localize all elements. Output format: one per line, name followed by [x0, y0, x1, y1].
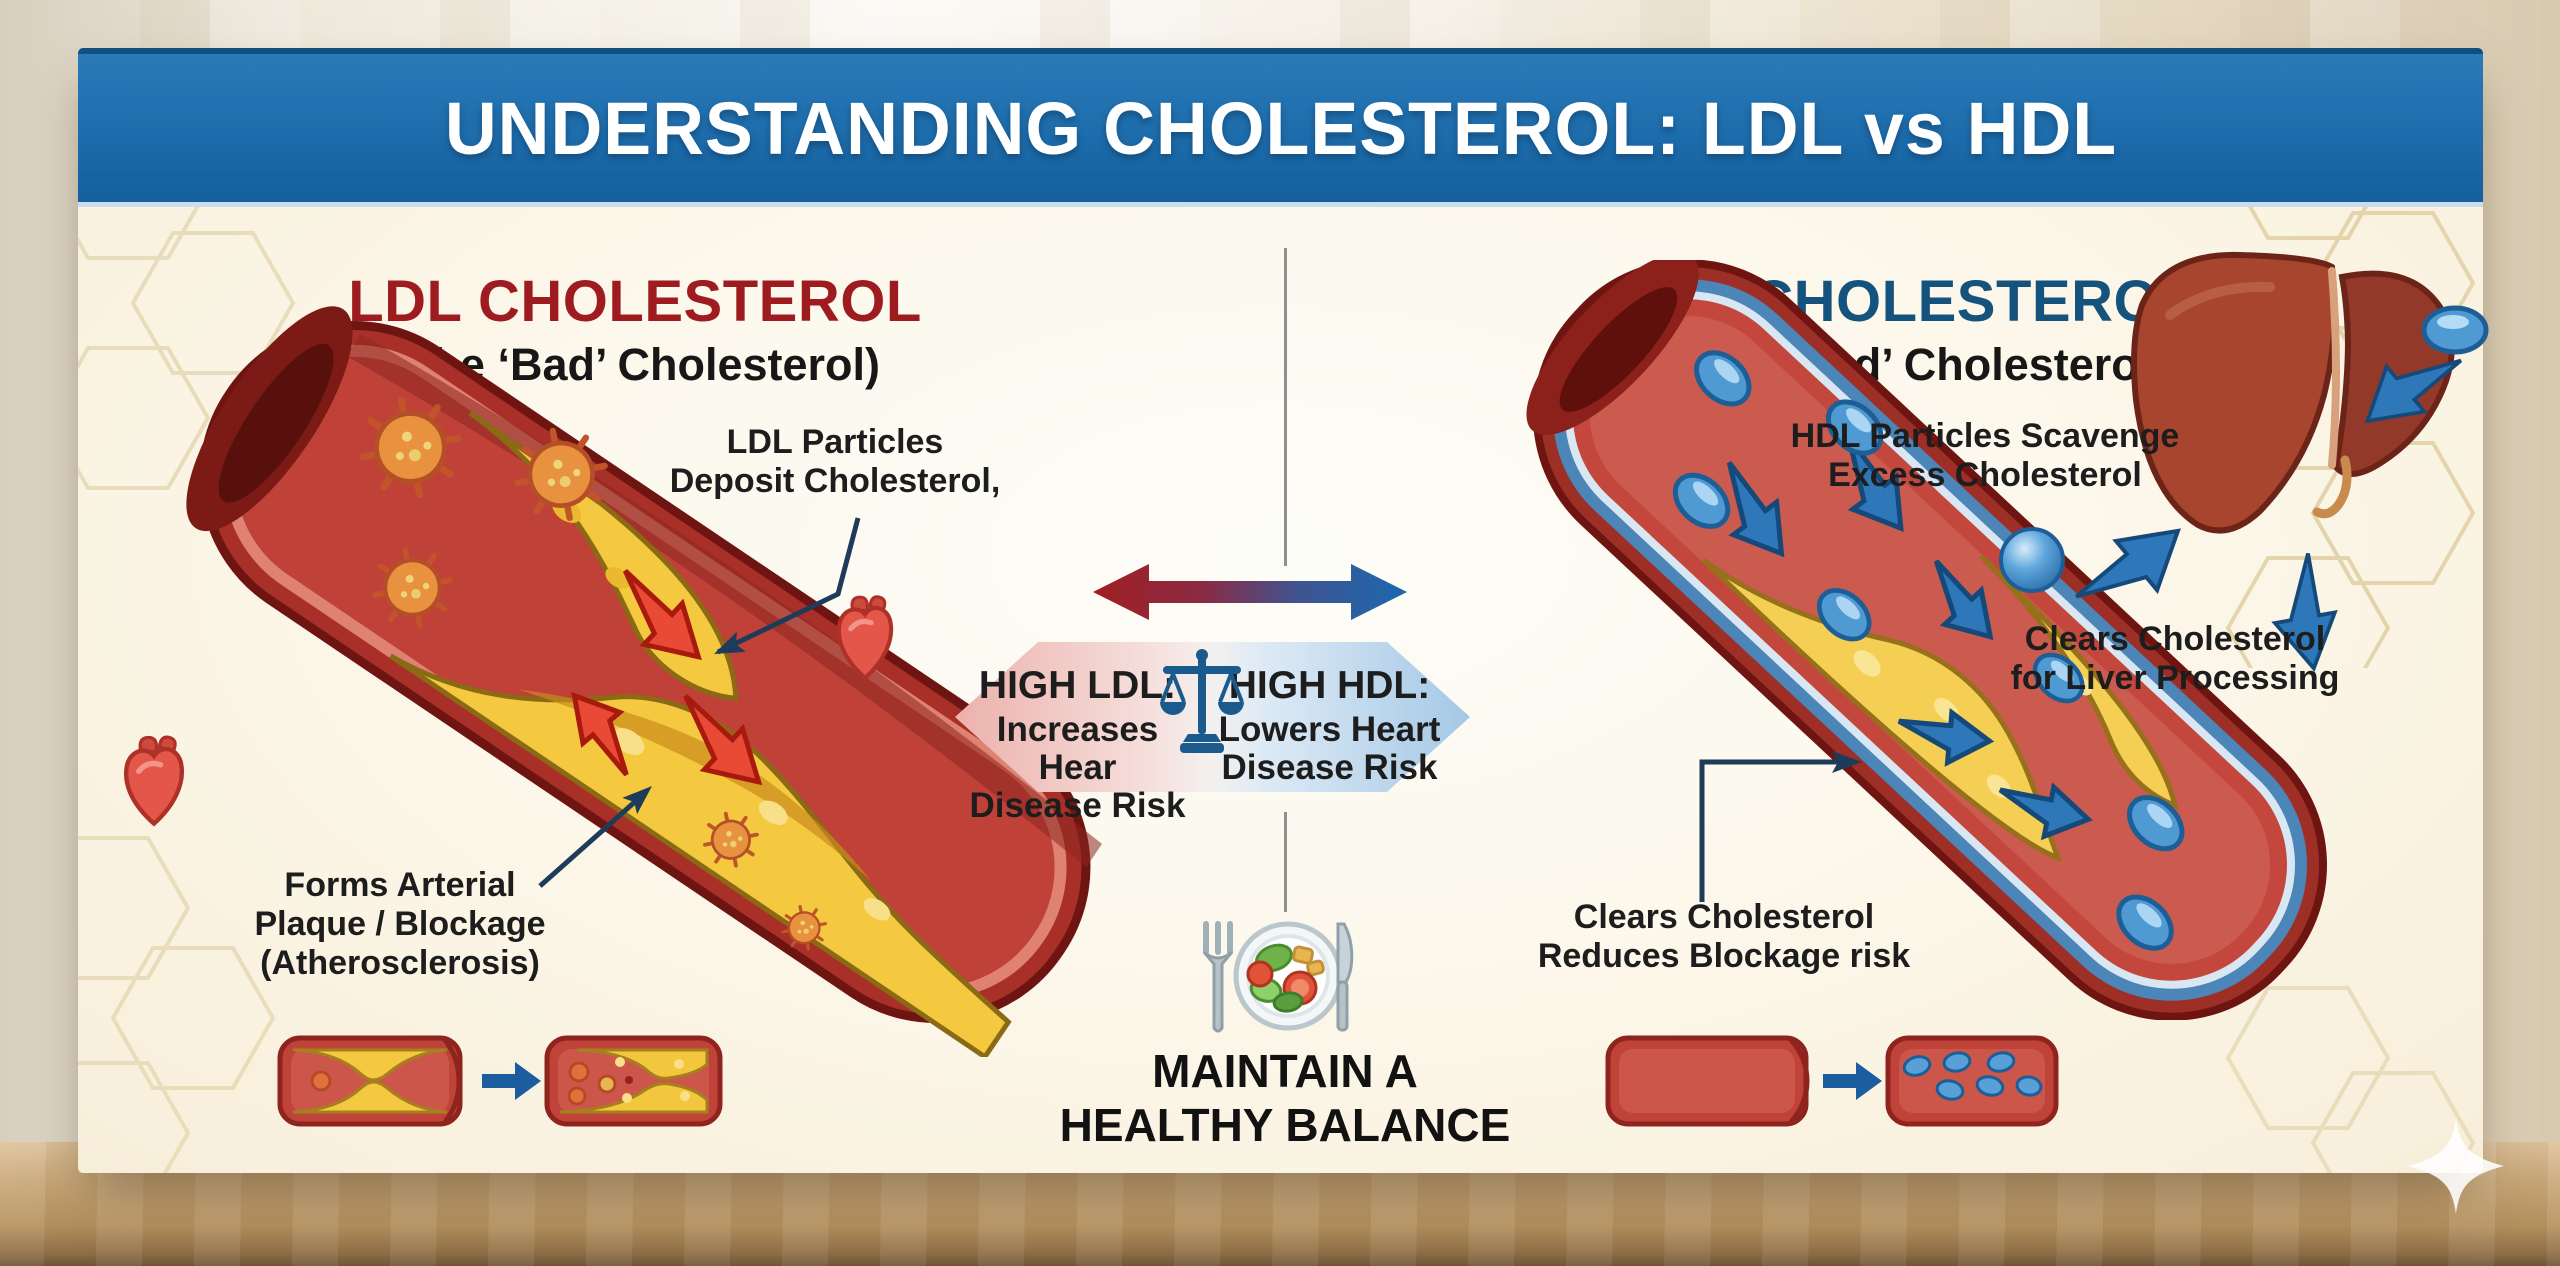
mini-artery-blocked: [544, 1035, 723, 1127]
high-hdl-note: HIGH HDL: Lowers Heart Disease Risk: [1207, 664, 1452, 787]
high-hdl-label: HIGH HDL:: [1228, 664, 1431, 707]
hdl-flow-arrow: [1726, 461, 1785, 558]
hdl-flow-arrow: [1846, 435, 1904, 532]
blood-flow-arrow: [622, 568, 702, 661]
honeycomb-pattern-bottom-right: [2225, 986, 2476, 1173]
balance-scale-icon: [1160, 649, 1244, 753]
mini-artery-hdl-flow: [1885, 1035, 2059, 1127]
divider-line-top: [1284, 248, 1287, 566]
progression-arrow-icon: [482, 1062, 541, 1100]
salad: [1246, 943, 1325, 1013]
balance-line2: HEALTHY BALANCE: [1059, 1099, 1511, 1152]
fork-icon: [1202, 921, 1234, 1033]
hdl-particle-icon: [1902, 1051, 2043, 1101]
title-bar: UNDERSTANDING CHOLESTEROL: LDL vs HDL: [78, 48, 2483, 207]
honeycomb-pattern-bottom-left: [78, 836, 276, 1173]
plaque-clearing-top: [1979, 554, 2179, 810]
blood-flow-arrow: [571, 691, 629, 777]
page-title: UNDERSTANDING CHOLESTEROL: LDL vs HDL: [444, 86, 2117, 170]
hdl-artery-illustration: [1526, 260, 2328, 1020]
high-ldl-note: HIGH LDL: Increases Hear Disease Risk: [955, 664, 1200, 824]
callout-ldl-particles: LDL Particles Deposit Cholesterol,: [669, 423, 1001, 500]
callout-forms-plaque: Forms Arterial Plaque / Blockage (Athero…: [254, 866, 546, 982]
callout-hdl-scavenge: HDL Particles Scavenge Excess Cholestero…: [1790, 417, 2180, 494]
healthy-plate-icon: [1202, 921, 1354, 1033]
thin-double-arrow-icon: [1093, 564, 1407, 620]
progression-arrow-icon: [1823, 1062, 1882, 1100]
hdl-flow-arrow: [1998, 782, 2093, 841]
liver-icon: [2131, 251, 2455, 534]
mini-artery-clear: [1605, 1035, 1810, 1127]
heart-icon: [123, 735, 185, 827]
ldl-section-heading: LDL CHOLESTEROL (The ‘Bad’ Cholesterol): [210, 269, 1060, 388]
risk-banner-arrow: [955, 642, 1470, 792]
balance-message: MAINTAIN A HEALTHY BALANCE: [1005, 1044, 1565, 1153]
mini-artery-before-after-hdl: [1605, 1035, 2059, 1127]
knife-icon: [1336, 922, 1354, 1032]
hdl-flow-arrow: [1897, 708, 1995, 767]
high-ldl-desc: Increases Hear Disease Risk: [969, 710, 1186, 825]
ldl-artery-illustration: [186, 306, 1102, 1057]
callout-liver-processing: Clears Cholesterol for Liver Processing: [2010, 620, 2340, 697]
mini-artery-narrowing: [277, 1035, 463, 1127]
mini-artery-before-after-ldl: [277, 1035, 723, 1127]
sparkle-icon: [2408, 1118, 2504, 1214]
blood-flow-arrow: [683, 694, 763, 786]
high-hdl-desc: Lowers Heart Disease Risk: [1218, 710, 1441, 787]
high-ldl-label: HIGH LDL:: [978, 664, 1177, 707]
divider-line-bottom: [1284, 812, 1287, 912]
heart-icon: [836, 595, 894, 681]
hdl-flow-arrow: [1933, 559, 1994, 641]
balance-line1: MAINTAIN A: [1152, 1045, 1418, 1097]
plaque-bottom: [389, 653, 1012, 1057]
ldl-heading: LDL CHOLESTEROL: [348, 269, 922, 334]
callout-clears-blockage: Clears Cholesterol Reduces Blockage risk: [1537, 898, 1911, 975]
